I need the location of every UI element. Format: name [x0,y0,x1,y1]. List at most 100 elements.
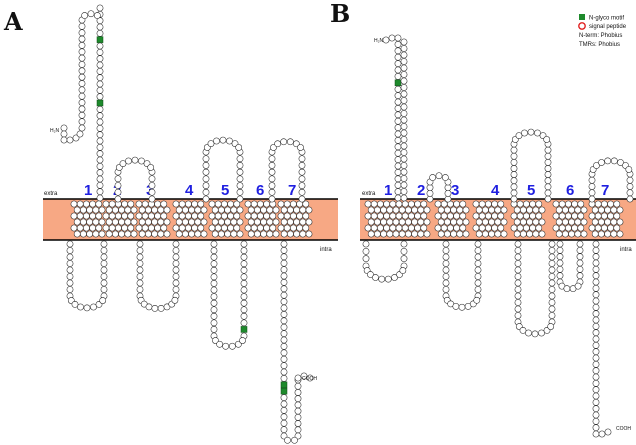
residue [78,61,86,68]
residue [555,218,563,226]
residue [280,291,288,299]
residue [290,200,297,208]
residue [389,200,397,208]
residue [78,35,86,43]
residue [420,212,428,220]
residue [191,200,198,208]
glyco-residue [96,99,104,107]
residue [456,218,464,226]
residue [382,36,390,44]
residue [434,224,442,232]
residue [400,240,408,248]
residue [423,206,431,214]
residue [280,138,288,146]
residue [240,312,248,320]
residue [145,218,152,226]
residue [588,212,596,220]
residue [280,279,288,286]
residue [221,200,228,208]
residue [411,206,418,214]
residue [510,146,518,154]
residue [444,206,451,214]
residue [616,206,624,214]
residue [66,266,74,274]
residue [96,143,104,151]
residue [240,247,248,254]
residue [280,368,288,376]
residue [532,230,540,238]
residue [500,218,508,226]
residue [127,224,135,232]
residue [151,218,158,226]
residue [66,136,74,144]
residue [260,230,267,238]
residue [92,206,100,214]
residue [78,54,86,62]
residue [240,253,248,261]
residue [510,224,518,232]
residue [383,224,390,232]
residue [462,206,470,214]
residue [272,206,280,214]
residue [548,240,556,248]
residue [386,218,394,226]
residue [78,124,86,132]
residue [556,246,564,254]
residue [434,200,442,208]
residue [240,260,248,268]
residue [280,375,288,382]
residue [210,286,218,294]
residue [450,206,457,214]
residue [364,224,372,232]
residue [488,206,495,214]
residue [510,183,518,191]
residue [598,430,606,438]
residue [514,312,522,319]
residue [66,273,74,280]
residue [367,230,375,238]
residue [441,174,449,181]
residue [370,200,378,208]
residue [394,188,402,195]
residue [444,189,452,197]
residue [191,224,198,232]
residue [236,195,244,203]
residue [440,212,448,220]
residue [426,195,434,203]
glyco-legend-swatch [579,14,585,20]
residue [95,200,103,208]
residue [254,230,261,238]
residue [185,200,192,208]
residue [598,159,605,166]
residue [401,212,409,220]
residue [112,218,119,226]
residue [491,200,498,208]
residue [260,218,267,226]
residue [472,224,480,232]
residue [96,42,104,50]
residue [442,247,450,254]
residue [394,156,402,163]
residue [151,206,158,214]
residue [269,224,277,232]
residue [548,273,556,280]
residue [400,123,408,130]
residue [96,4,104,12]
residue [474,260,482,267]
residue [442,253,450,261]
residue [172,212,180,220]
residue [362,247,370,255]
residue [172,286,180,293]
residue [202,188,210,196]
residue [485,212,492,220]
residue [556,265,564,273]
residue [474,240,482,248]
residue [592,367,600,375]
residue [594,200,602,208]
residue [394,149,402,157]
residue [548,247,556,254]
residue [185,212,192,220]
residue [607,200,614,208]
residue [280,230,288,238]
residue [510,152,518,160]
